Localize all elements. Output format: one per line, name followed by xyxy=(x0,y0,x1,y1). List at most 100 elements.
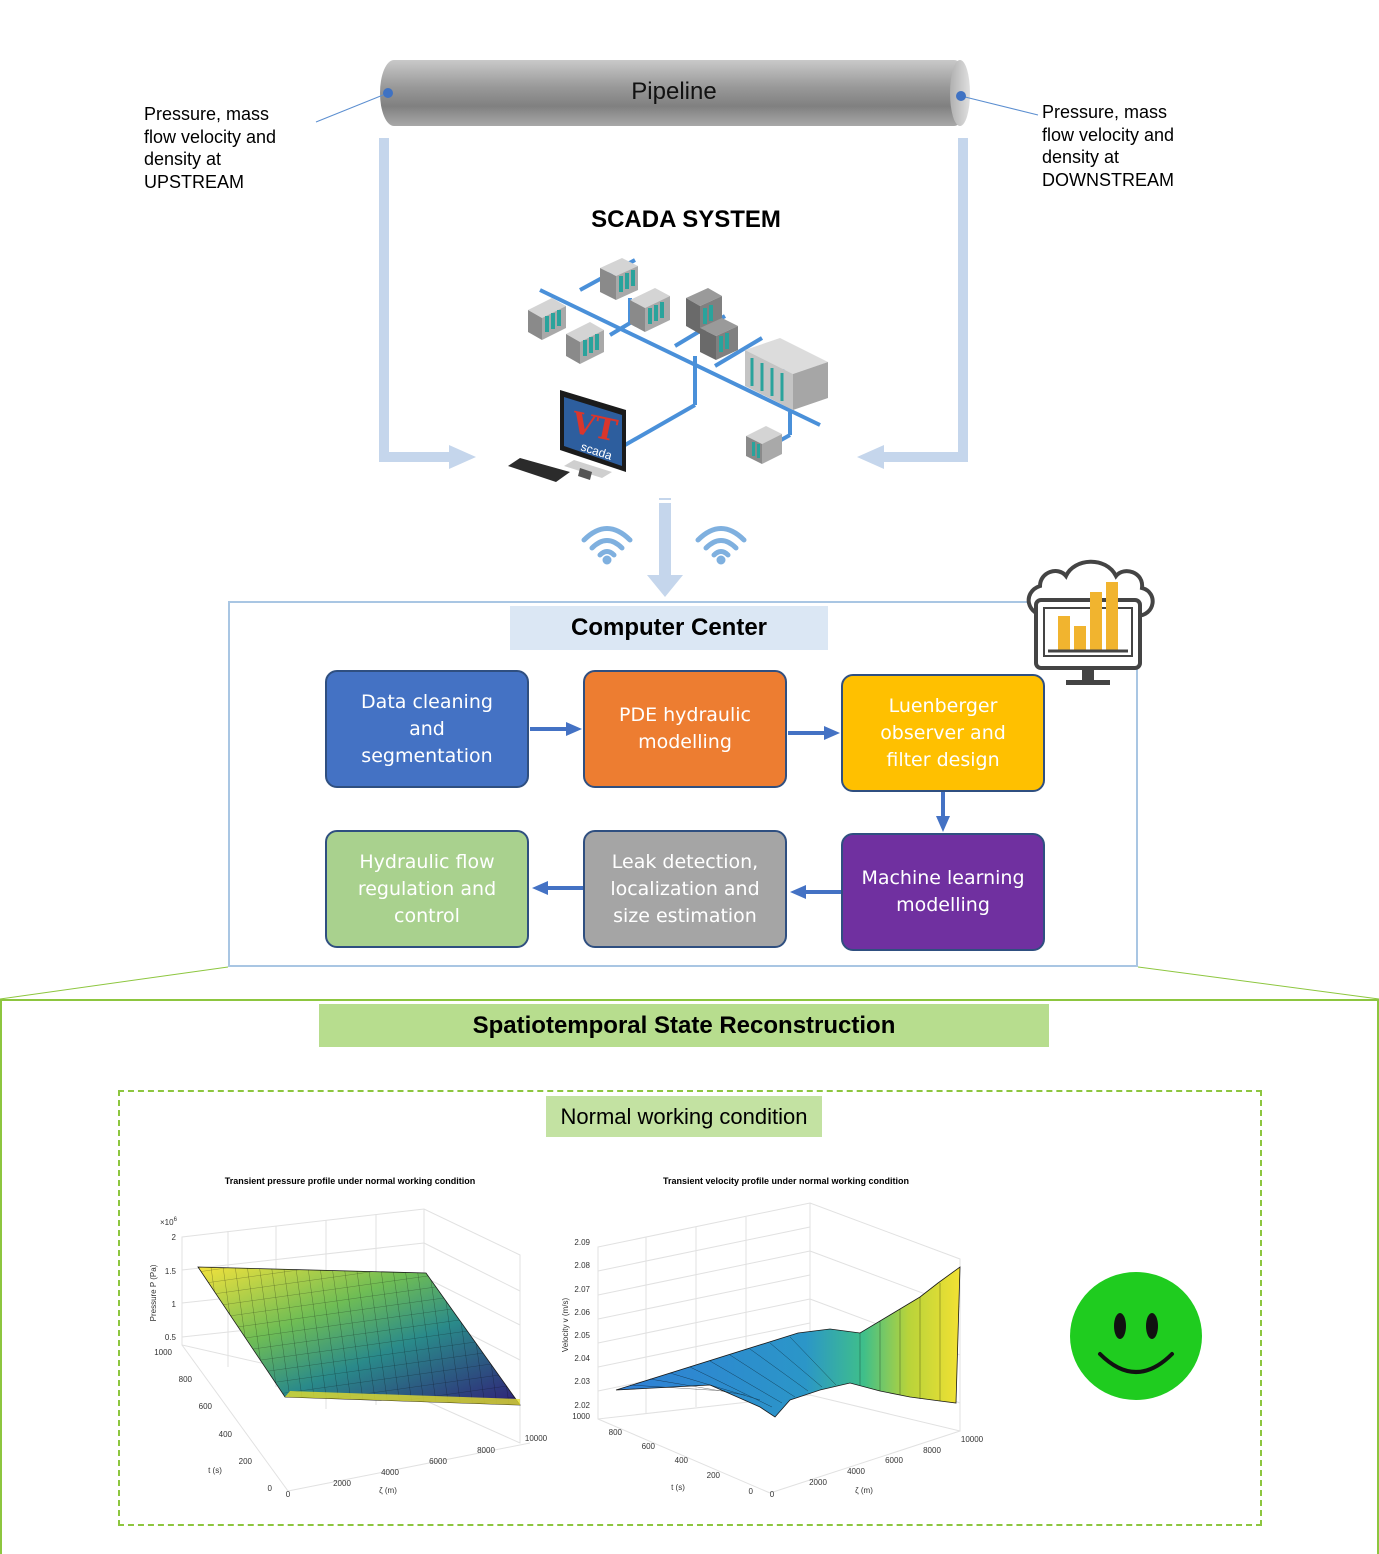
velocity-t-tick: 600 xyxy=(642,1442,656,1451)
pipeline-connectors xyxy=(315,88,1039,597)
downstream-description: Pressure, mass flow velocity and density… xyxy=(1042,101,1174,191)
plc-rack-icon xyxy=(630,288,670,332)
plc-rack-icon xyxy=(600,258,638,300)
velocity-x-tick: 10000 xyxy=(961,1435,984,1444)
pressure-x-tick: 6000 xyxy=(429,1457,447,1466)
plc-rack-icon xyxy=(700,318,738,360)
velocity-t-tick: 800 xyxy=(609,1428,623,1437)
pressure-plot-title: Transient pressure profile under normal … xyxy=(224,1176,476,1186)
velocity-x-tick: 6000 xyxy=(885,1456,903,1465)
server-rack-icon xyxy=(745,338,828,410)
velocity-x-tick: 2000 xyxy=(809,1478,827,1487)
upstream-description: Pressure, mass flow velocity and density… xyxy=(144,103,276,193)
pde-modelling-box: PDE hydraulic modelling xyxy=(583,670,787,788)
pressure-surface-plot: ×106 2 1.5 1 0.5 1000 800 600 400 200 0 … xyxy=(149,1208,548,1499)
pressure-t-tick: 400 xyxy=(219,1430,233,1439)
downstream-line: Pressure, mass xyxy=(1042,102,1168,122)
box-line: Data cleaning xyxy=(361,690,493,713)
zoom-line-right xyxy=(1137,966,1379,1000)
upstream-line: Pressure, mass xyxy=(144,104,270,124)
wifi-icon xyxy=(695,526,747,565)
box-line: Hydraulic flow xyxy=(359,850,495,873)
box-line: observer and xyxy=(880,721,1006,744)
velocity-surface xyxy=(615,1266,961,1418)
pressure-t-tick: 0 xyxy=(268,1484,273,1493)
upstream-leader-line xyxy=(315,92,389,123)
flow-arrows xyxy=(0,722,1379,1000)
smiley-face-icon xyxy=(1070,1272,1202,1400)
velocity-z-tick: 2.02 xyxy=(574,1401,590,1410)
normal-condition-frame xyxy=(118,1090,1262,1526)
velocity-x-tick: 8000 xyxy=(923,1446,941,1455)
velocity-z-tick: 2.07 xyxy=(574,1285,590,1294)
downstream-sensor-dot xyxy=(956,91,966,101)
normal-condition-title: Normal working condition xyxy=(546,1096,822,1137)
luenberger-observer-box: Luenberger observer and filter design xyxy=(841,674,1045,792)
velocity-z-label: Velocity v (m/s) xyxy=(561,1298,570,1353)
flow-arrow-head xyxy=(566,722,582,736)
scada-workstation-icon: VT scada xyxy=(508,390,626,482)
plc-rack-icon xyxy=(528,298,566,340)
box-line: regulation and xyxy=(357,877,497,900)
velocity-t-label: t (s) xyxy=(671,1483,685,1492)
pressure-t-tick: 200 xyxy=(239,1457,253,1466)
pressure-z-exponent: ×106 xyxy=(160,1217,178,1227)
downstream-leader-line xyxy=(960,95,1039,116)
box-line: PDE hydraulic xyxy=(619,704,751,726)
box-line: size estimation xyxy=(613,904,757,927)
pressure-t-tick: 600 xyxy=(199,1402,213,1411)
scada-network-illustration: VT scada xyxy=(508,258,828,482)
pressure-t-label: t (s) xyxy=(208,1466,222,1475)
velocity-t-tick: 400 xyxy=(675,1456,689,1465)
flow-arrow-head xyxy=(824,726,840,740)
cloud-analytics-icon xyxy=(1026,559,1155,685)
pressure-x-label: ζ (m) xyxy=(379,1486,397,1495)
reconstruction-title: Spatiotemporal State Reconstruction xyxy=(319,1004,1049,1047)
flow-arrow-head xyxy=(936,816,950,832)
scada-to-computer-center-arrow xyxy=(647,498,683,597)
flow-arrow-head xyxy=(532,881,548,895)
upstream-line: flow velocity and xyxy=(144,126,277,147)
pressure-x-tick: 2000 xyxy=(333,1479,351,1488)
velocity-surface-plot: 2.09 2.08 2.07 2.06 2.05 2.04 2.03 2.02 … xyxy=(561,1202,984,1499)
velocity-z-tick: 2.09 xyxy=(574,1238,590,1247)
pressure-x-tick: 4000 xyxy=(381,1468,399,1477)
box-line: modelling xyxy=(638,731,732,753)
downstream-data-arrow xyxy=(857,138,968,469)
zoom-line-left xyxy=(0,966,229,1000)
pressure-x-tick: 10000 xyxy=(525,1434,548,1443)
velocity-z-tick: 2.03 xyxy=(574,1377,590,1386)
pressure-z-tick: 0.5 xyxy=(165,1333,177,1342)
velocity-z-tick: 2.04 xyxy=(574,1354,590,1363)
downstream-line: density at xyxy=(1042,147,1120,167)
box-line: control xyxy=(394,904,460,927)
velocity-plot-title: Transient velocity profile under normal … xyxy=(662,1176,910,1186)
pressure-z-tick: 1.5 xyxy=(165,1267,177,1276)
pressure-x-tick: 8000 xyxy=(477,1446,495,1455)
network-cables xyxy=(539,258,821,447)
upstream-data-arrow xyxy=(379,138,476,469)
velocity-t-tick: 200 xyxy=(707,1471,721,1480)
pressure-z-tick: 1 xyxy=(172,1300,177,1309)
box-line: and xyxy=(409,717,445,740)
scada-title: SCADA SYSTEM xyxy=(591,206,781,233)
velocity-x-tick: 0 xyxy=(770,1490,775,1499)
pressure-t-tick: 1000 xyxy=(154,1348,172,1357)
box-line: Luenberger xyxy=(888,694,998,717)
plc-rack-icon xyxy=(686,288,722,334)
upstream-line: UPSTREAM xyxy=(144,171,245,192)
plc-rack-icon xyxy=(566,322,604,364)
velocity-t-tick: 0 xyxy=(749,1487,754,1496)
pressure-z-tick: 2 xyxy=(172,1233,177,1242)
box-line: filter design xyxy=(886,748,1000,771)
wifi-icon xyxy=(581,526,633,565)
velocity-x-tick: 4000 xyxy=(847,1467,865,1476)
velocity-x-label: ζ (m) xyxy=(855,1486,873,1495)
flow-arrow-head xyxy=(790,885,806,899)
box-line: modelling xyxy=(896,894,990,916)
upstream-sensor-dot xyxy=(383,88,393,98)
velocity-t-tick: 1000 xyxy=(572,1412,590,1421)
